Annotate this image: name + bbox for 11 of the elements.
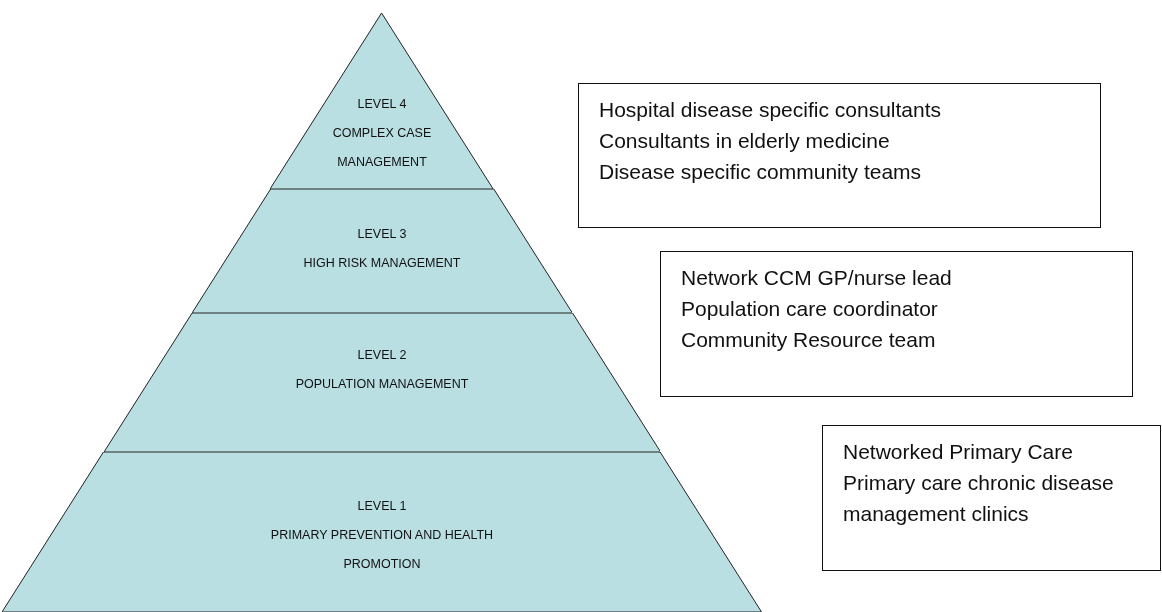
level-name: HIGH RISK MANAGEMENT	[303, 255, 461, 272]
level-name: POPULATION MANAGEMENT	[295, 376, 469, 393]
text-box: Hospital disease specific consultants Consultants in elderly medicine Disease specific community teams	[578, 83, 1101, 228]
level-name: PRIMARY PREVENTION AND HEALTH PROMOTION	[269, 527, 495, 573]
level-heading: LEVEL 1	[357, 498, 407, 515]
level-name: COMPLEX CASE MANAGEMENT	[331, 125, 433, 171]
text-box: Networked Primary Care Primary care chronic disease management clinics	[822, 425, 1161, 571]
text-box: Network CCM GP/nurse lead Population care coordinator Community Resource team	[660, 251, 1133, 397]
level-heading: LEVEL 4	[357, 96, 407, 113]
level-heading: LEVEL 2	[357, 347, 407, 364]
level-heading: LEVEL 3	[357, 226, 407, 243]
